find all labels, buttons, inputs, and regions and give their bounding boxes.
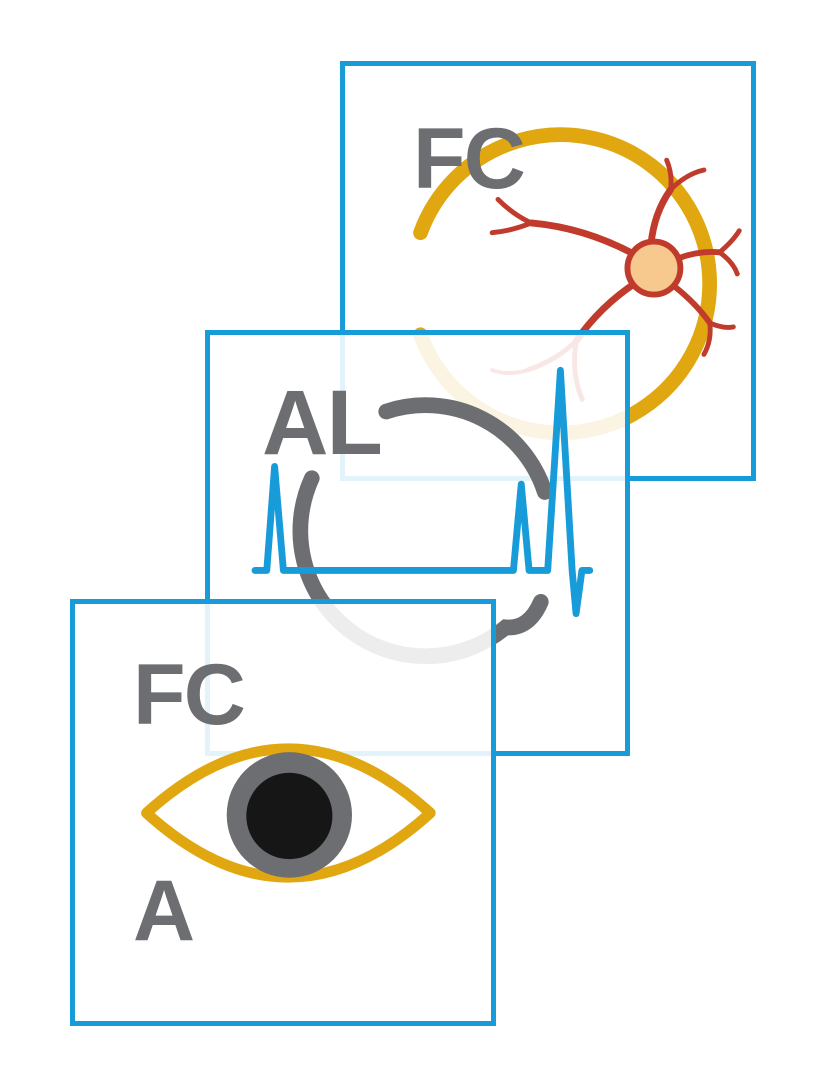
dendrite-branch [675,249,723,262]
dendrite-branch [647,186,675,248]
dendrite-branch [717,228,742,255]
eye-card: FC A [70,599,496,1026]
eye-outline [141,743,436,883]
ecg-card-label: AL [262,372,383,474]
ecg-trace [251,366,594,618]
dendrite-branch [670,282,713,326]
dendrite-branch [707,320,736,330]
dendrite-branch [527,219,638,258]
neuron-soma [624,238,684,298]
eye-card-label-top: FC [133,647,246,743]
dendrite-branch [489,220,534,236]
dendrite-branch [717,249,740,277]
dendrite-branch [668,167,707,193]
neuron-card-label: FC [413,111,526,207]
eye-icon [141,743,436,883]
eye-card-label-bottom: A [133,863,195,959]
gray-arc-top [378,397,553,500]
dendrite-branch [701,320,713,357]
eye-pupil [246,772,333,860]
